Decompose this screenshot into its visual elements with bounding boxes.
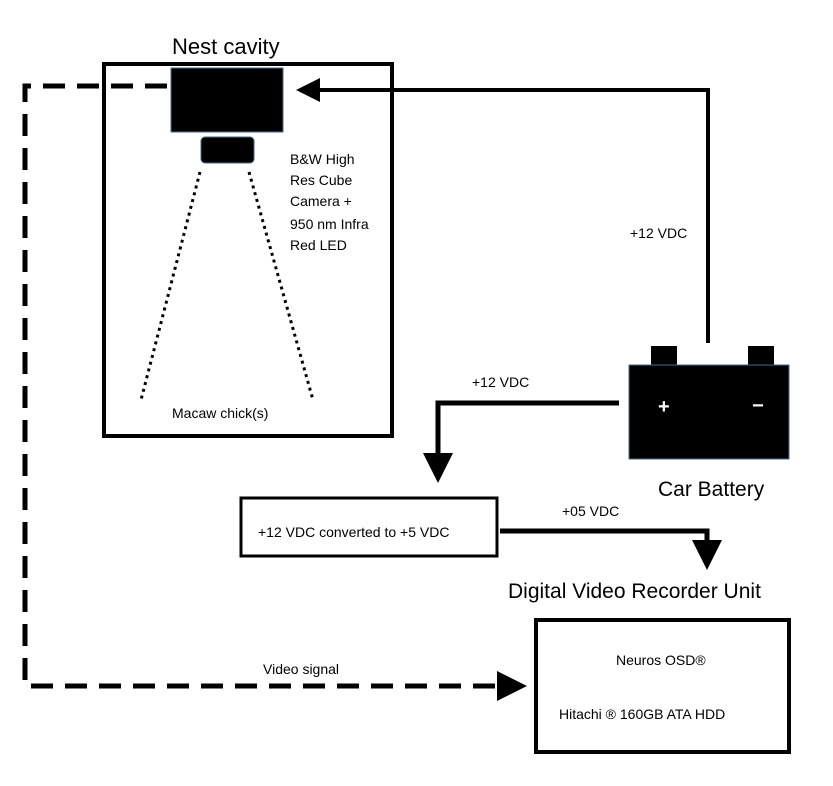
video-signal-line <box>22 83 527 701</box>
view-cone-right <box>247 171 315 401</box>
battery-terminal-positive <box>651 346 677 365</box>
converter-box <box>239 496 499 558</box>
macaw-chicks-label: Macaw chick(s) <box>172 405 269 421</box>
battery-negative-symbol: − <box>752 395 764 417</box>
camera-label-line: Res Cube <box>290 172 353 188</box>
camera-label-line: Camera + <box>290 193 352 209</box>
battery-terminal-negative <box>748 346 774 365</box>
camera-label-line: Red LED <box>290 237 347 253</box>
camera-label-line: 950 nm Infra <box>290 216 369 232</box>
camera-body <box>170 67 284 133</box>
camera-label-line: B&W High <box>290 151 355 167</box>
voltage-label-converter: +12 VDC <box>472 374 530 390</box>
view-cone-left <box>139 171 202 401</box>
dvr-line-2: Hitachi ® 160GB ATA HDD <box>559 706 726 722</box>
power-line-battery-converter <box>423 400 619 483</box>
nest-cavity-box <box>102 62 394 438</box>
voltage-label-camera: +12 VDC <box>630 225 688 241</box>
converter-label: +12 VDC converted to +5 VDC <box>258 524 450 540</box>
nest-cavity-title: Nest cavity <box>172 34 280 59</box>
dvr-title: Digital Video Recorder Unit <box>508 580 761 603</box>
dvr-line-1: Neuros OSD® <box>616 652 706 668</box>
power-line-battery-camera <box>296 78 710 343</box>
battery-body <box>628 364 790 460</box>
car-battery-label: Car Battery <box>658 478 765 501</box>
camera-lens <box>200 136 255 164</box>
voltage-label-dvr: +05 VDC <box>562 503 620 519</box>
dvr-box <box>534 618 791 754</box>
battery-positive-symbol: + <box>658 396 670 418</box>
power-line-converter-dvr <box>500 528 722 570</box>
video-signal-label: Video signal <box>263 661 340 677</box>
